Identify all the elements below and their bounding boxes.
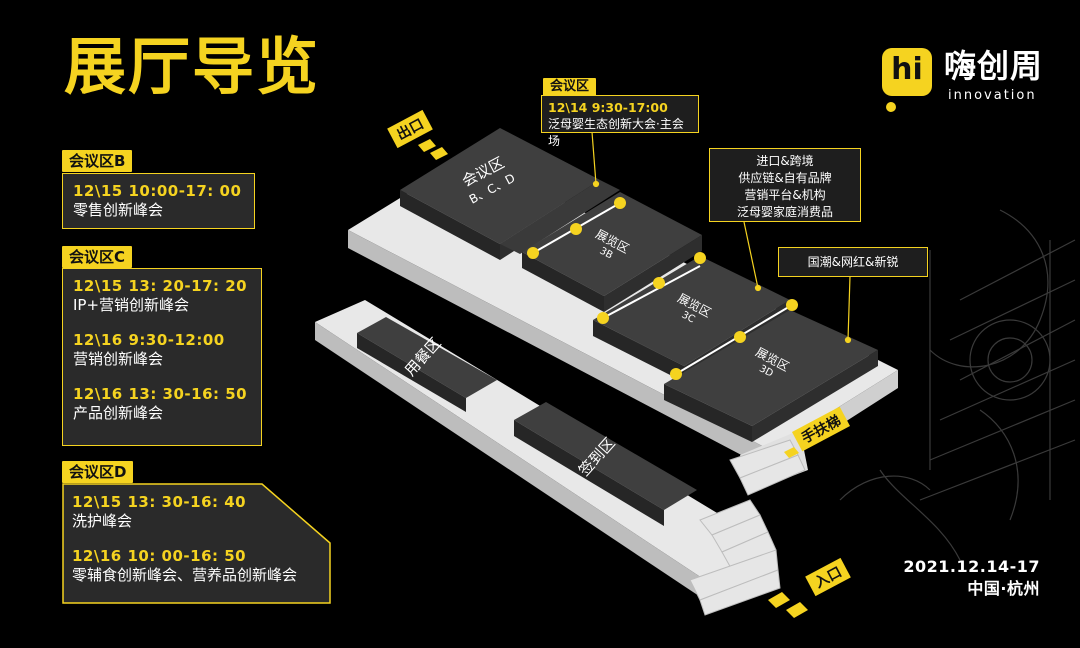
upper-floor-slab-edge: [348, 230, 770, 470]
brand-mark: hi: [882, 48, 932, 96]
entry-time: 12\15 13: 20-17: 20: [73, 277, 248, 295]
hall-3b-side: [522, 252, 604, 312]
brand-dot: [886, 102, 896, 112]
conference-callout: 12\14 9:30-17:00 泛母婴生态创新大会·主会场: [541, 95, 699, 148]
hall-3c-side: [593, 320, 684, 382]
restroom-markers: [527, 197, 798, 380]
schedule-c-tag: 会议区C: [62, 246, 133, 268]
category-line: 营销平台&机构: [744, 188, 826, 202]
schedule-entry: 12\15 10:00-17: 00 零售创新峰会: [73, 182, 254, 220]
category-line: 供应链&自有品牌: [738, 171, 832, 185]
brand-name: 嗨创周: [944, 47, 1044, 85]
direction-arrows: [418, 139, 808, 618]
entry-time: 12\16 13: 30-16: 50: [73, 385, 248, 403]
schedule-d-frame: [62, 483, 331, 604]
schedule-entry: 12\15 13: 30-16: 40 洗护峰会: [72, 493, 327, 531]
entry-time: 12\15 13: 30-16: 40: [72, 493, 247, 511]
schedule-entry: 12\16 9:30-12:00 营销创新峰会: [73, 331, 261, 369]
hall-3c-top: [593, 256, 790, 366]
conference-callout-title: 泛母婴生态创新大会·主会场: [548, 117, 684, 148]
schedule-b-tag: 会议区B: [62, 150, 133, 172]
schedule-entry: 12\16 13: 30-16: 50 产品创新峰会: [73, 385, 261, 423]
event-location: 中国·杭州: [967, 579, 1040, 598]
entry-title: 零售创新峰会: [73, 201, 164, 219]
conference-extension: [500, 180, 620, 254]
dining-block-side: [357, 333, 466, 412]
entry-time: 12\16 10: 00-16: 50: [72, 547, 247, 565]
entry-title: 零辅食创新峰会、营养品创新峰会: [72, 566, 298, 584]
hall-3b-top: [522, 192, 702, 296]
categories-callout: 进口&跨境 供应链&自有品牌 营销平台&机构 泛母婴家庭消费品: [709, 148, 861, 222]
conference-callout-tag: 会议区: [543, 78, 597, 96]
conference-block-side: [400, 190, 500, 260]
dining-block-top: [357, 317, 497, 398]
schedule-d-panel: 12\15 13: 30-16: 40 洗护峰会 12\16 10: 00-16…: [72, 493, 327, 601]
entry-title: 营销创新峰会: [73, 350, 164, 368]
brand-logo: hi 嗨创周 innovation: [882, 48, 1052, 112]
schedule-b-panel: 12\15 10:00-17: 00 零售创新峰会: [62, 173, 255, 229]
entry-title: 产品创新峰会: [73, 404, 164, 422]
checkin-block-top: [514, 402, 697, 510]
category-line: 进口&跨境: [756, 154, 814, 168]
hall-3d-top: [664, 310, 878, 426]
hall-3d-side: [664, 384, 752, 442]
callout-leaders: [591, 131, 852, 344]
category-line: 泛母婴家庭消费品: [736, 205, 833, 219]
lower-floor-slab-edge: [315, 322, 705, 600]
trend-callout: 国潮&网红&新锐: [778, 247, 928, 277]
entry-title: 洗护峰会: [72, 512, 133, 530]
event-date: 2021.12.14-17: [903, 557, 1040, 576]
event-info: 2021.12.14-17 中国·杭州: [903, 556, 1040, 600]
entry-time: 12\15 10:00-17: 00: [73, 182, 242, 200]
conference-block-top: [400, 128, 600, 244]
hall-3d-front: [752, 350, 878, 442]
conference-callout-time: 12\14 9:30-17:00: [548, 100, 668, 115]
entry-title: IP+营销创新峰会: [73, 296, 190, 314]
entry-time: 12\16 9:30-12:00: [73, 331, 225, 349]
stairs: [689, 439, 806, 616]
schedule-entry: 12\16 10: 00-16: 50 零辅食创新峰会、营养品创新峰会: [72, 547, 327, 585]
schedule-entry: 12\15 13: 20-17: 20 IP+营销创新峰会: [73, 277, 261, 315]
brand-tagline: innovation: [948, 88, 1037, 103]
trend-callout-text: 国潮&网红&新锐: [807, 255, 899, 269]
schedule-c-panel: 12\15 13: 20-17: 20 IP+营销创新峰会 12\16 9:30…: [62, 268, 262, 446]
hall-3b-front: [604, 235, 702, 312]
checkin-block-side: [514, 420, 664, 526]
schedule-d-tag: 会议区D: [62, 461, 134, 483]
page-title: 展厅导览: [64, 30, 321, 103]
